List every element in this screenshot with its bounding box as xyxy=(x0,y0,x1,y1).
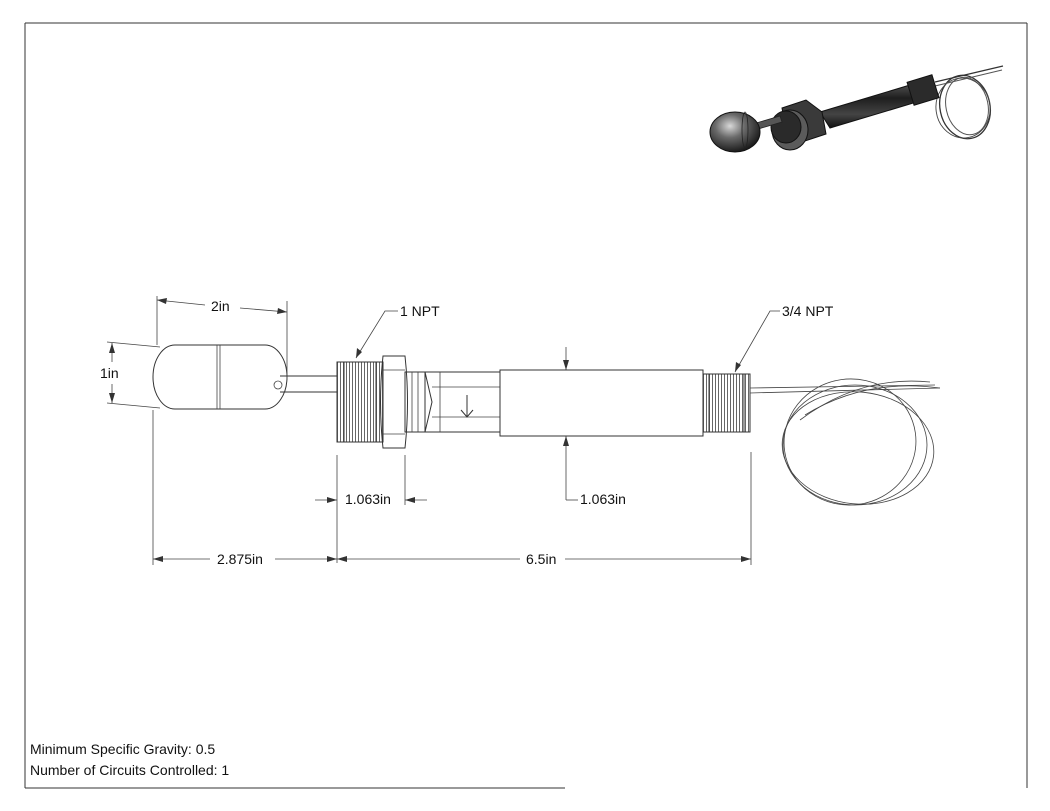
dim-thread-to-end: 6.5in xyxy=(526,551,556,567)
lead-wires xyxy=(749,378,941,506)
dim-float-diameter: 1in xyxy=(100,365,119,381)
isometric-render xyxy=(709,65,1004,153)
float-switch-profile xyxy=(152,344,941,506)
callout-1-npt: 1 NPT xyxy=(400,303,440,319)
callout-3-4-npt: 3/4 NPT xyxy=(782,303,834,319)
dim-float-length: 2in xyxy=(211,298,230,314)
spec-circuits-controlled: Number of Circuits Controlled: 1 xyxy=(30,762,230,778)
flow-direction-arrow-icon xyxy=(460,395,474,418)
dimension-lines xyxy=(106,296,780,565)
spec-min-specific-gravity: Minimum Specific Gravity: 0.5 xyxy=(30,741,216,757)
dim-hex-width: 1.063in xyxy=(345,491,391,507)
sheet-border xyxy=(24,22,1028,789)
dim-float-to-thread: 2.875in xyxy=(217,551,263,567)
dim-body-diameter: 1.063in xyxy=(580,491,626,507)
